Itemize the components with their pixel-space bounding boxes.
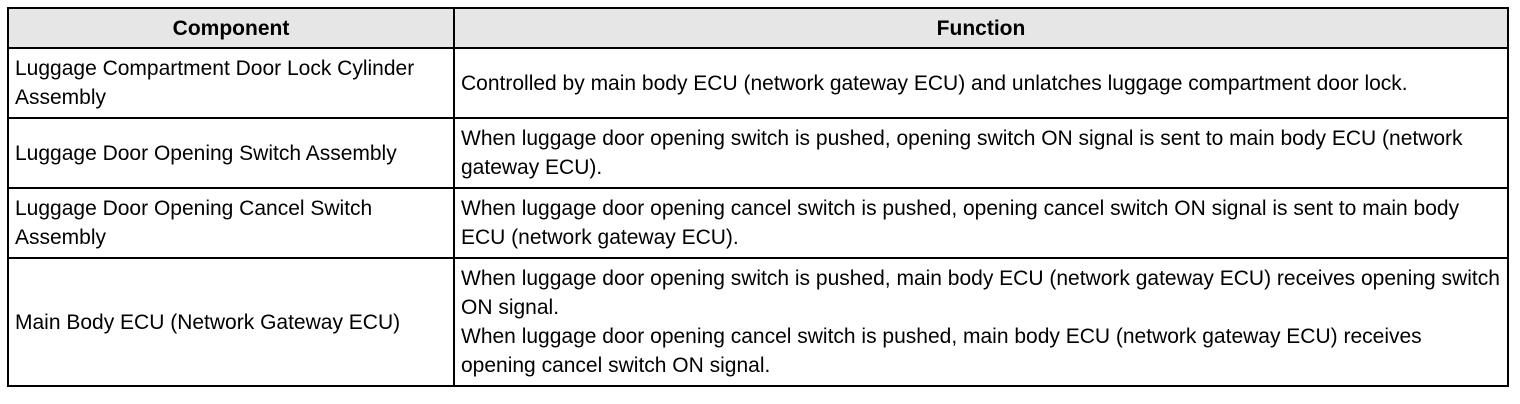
function-text: When luggage door opening cancel switch … <box>461 197 1460 249</box>
component-cell: Luggage Door Opening Switch Assembly <box>7 117 455 189</box>
function-text: When luggage door opening switch is push… <box>461 267 1500 319</box>
column-header-function: Function <box>453 7 1509 49</box>
column-header-component: Component <box>7 7 455 49</box>
table-row: Luggage Door Opening Switch Assembly Whe… <box>7 117 1509 189</box>
table-row: Main Body ECU (Network Gateway ECU) When… <box>7 257 1509 387</box>
function-cell: When luggage door opening switch is push… <box>453 117 1509 189</box>
function-cell: When luggage door opening cancel switch … <box>453 187 1509 259</box>
table-row: Luggage Compartment Door Lock Cylinder A… <box>7 47 1509 119</box>
component-cell: Main Body ECU (Network Gateway ECU) <box>7 257 455 387</box>
function-text: Controlled by main body ECU (network gat… <box>461 71 1408 95</box>
table-header-row: Component Function <box>7 7 1509 49</box>
function-cell: When luggage door opening switch is push… <box>453 257 1509 387</box>
function-text: When luggage door opening switch is push… <box>461 127 1463 179</box>
function-text: When luggage door opening cancel switch … <box>461 325 1422 377</box>
component-function-table: Component Function Luggage Compartment D… <box>7 7 1509 387</box>
component-cell: Luggage Door Opening Cancel Switch Assem… <box>7 187 455 259</box>
function-cell: Controlled by main body ECU (network gat… <box>453 47 1509 119</box>
table-row: Luggage Door Opening Cancel Switch Assem… <box>7 187 1509 259</box>
component-cell: Luggage Compartment Door Lock Cylinder A… <box>7 47 455 119</box>
